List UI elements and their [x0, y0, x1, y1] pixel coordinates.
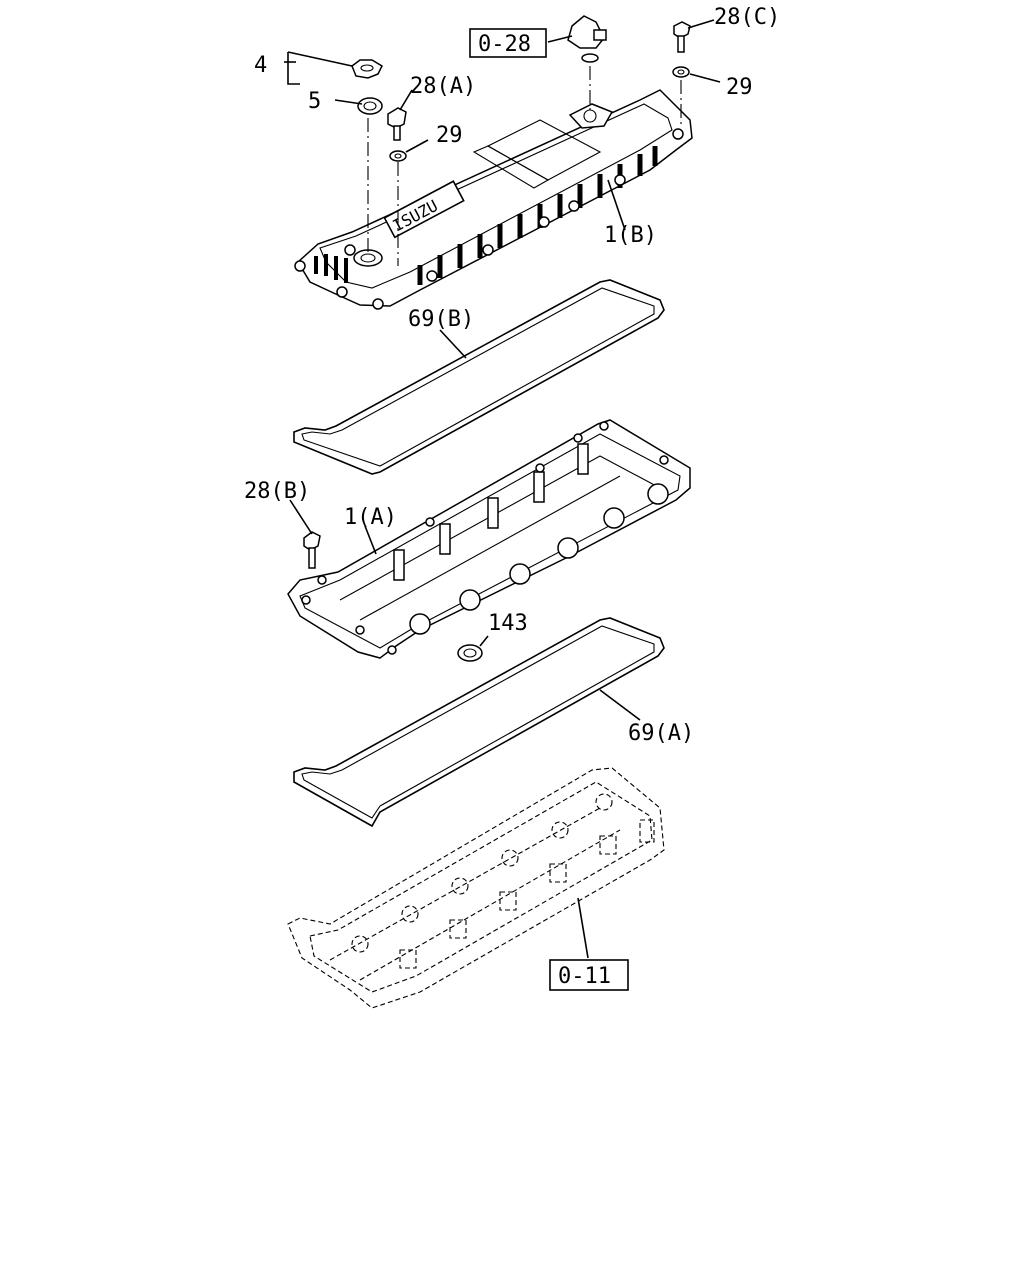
- bolt-28a: [387, 107, 407, 141]
- washer-29-left: [389, 150, 407, 162]
- gasket-upper: [293, 279, 665, 475]
- filler-seal-ring: [357, 97, 383, 115]
- cylinder-head: [287, 767, 665, 1009]
- breather-valve: [567, 15, 607, 63]
- gasket-lower: [293, 617, 665, 828]
- rocker-cover-lower: [287, 419, 691, 659]
- ref-box-0-28: [469, 28, 547, 58]
- bolt-28b: [303, 531, 321, 569]
- label-part-28b: 28(B): [244, 479, 310, 504]
- label-part-1a: 1(A): [344, 505, 397, 530]
- label-part-28c: 28(C): [714, 5, 780, 30]
- label-part-28a: 28(A): [410, 74, 476, 99]
- washer-29-right: [672, 66, 690, 78]
- label-ref-0-28: 0-28: [478, 32, 531, 57]
- oil-filler-cap: [351, 59, 383, 79]
- ref-box-0-11: [549, 959, 629, 991]
- label-ref-0-11: 0-11: [558, 964, 611, 989]
- label-part-4: 4: [254, 53, 267, 78]
- seal-143: [457, 644, 483, 662]
- label-part-69b: 69(B): [408, 307, 474, 332]
- label-part-29-left: 29: [436, 123, 463, 148]
- label-part-29-right: 29: [726, 75, 753, 100]
- label-part-143: 143: [488, 611, 528, 636]
- label-part-69a: 69(A): [628, 721, 694, 746]
- bolt-28c: [673, 21, 691, 53]
- label-part-5: 5: [308, 89, 321, 114]
- label-part-1b: 1(B): [604, 223, 657, 248]
